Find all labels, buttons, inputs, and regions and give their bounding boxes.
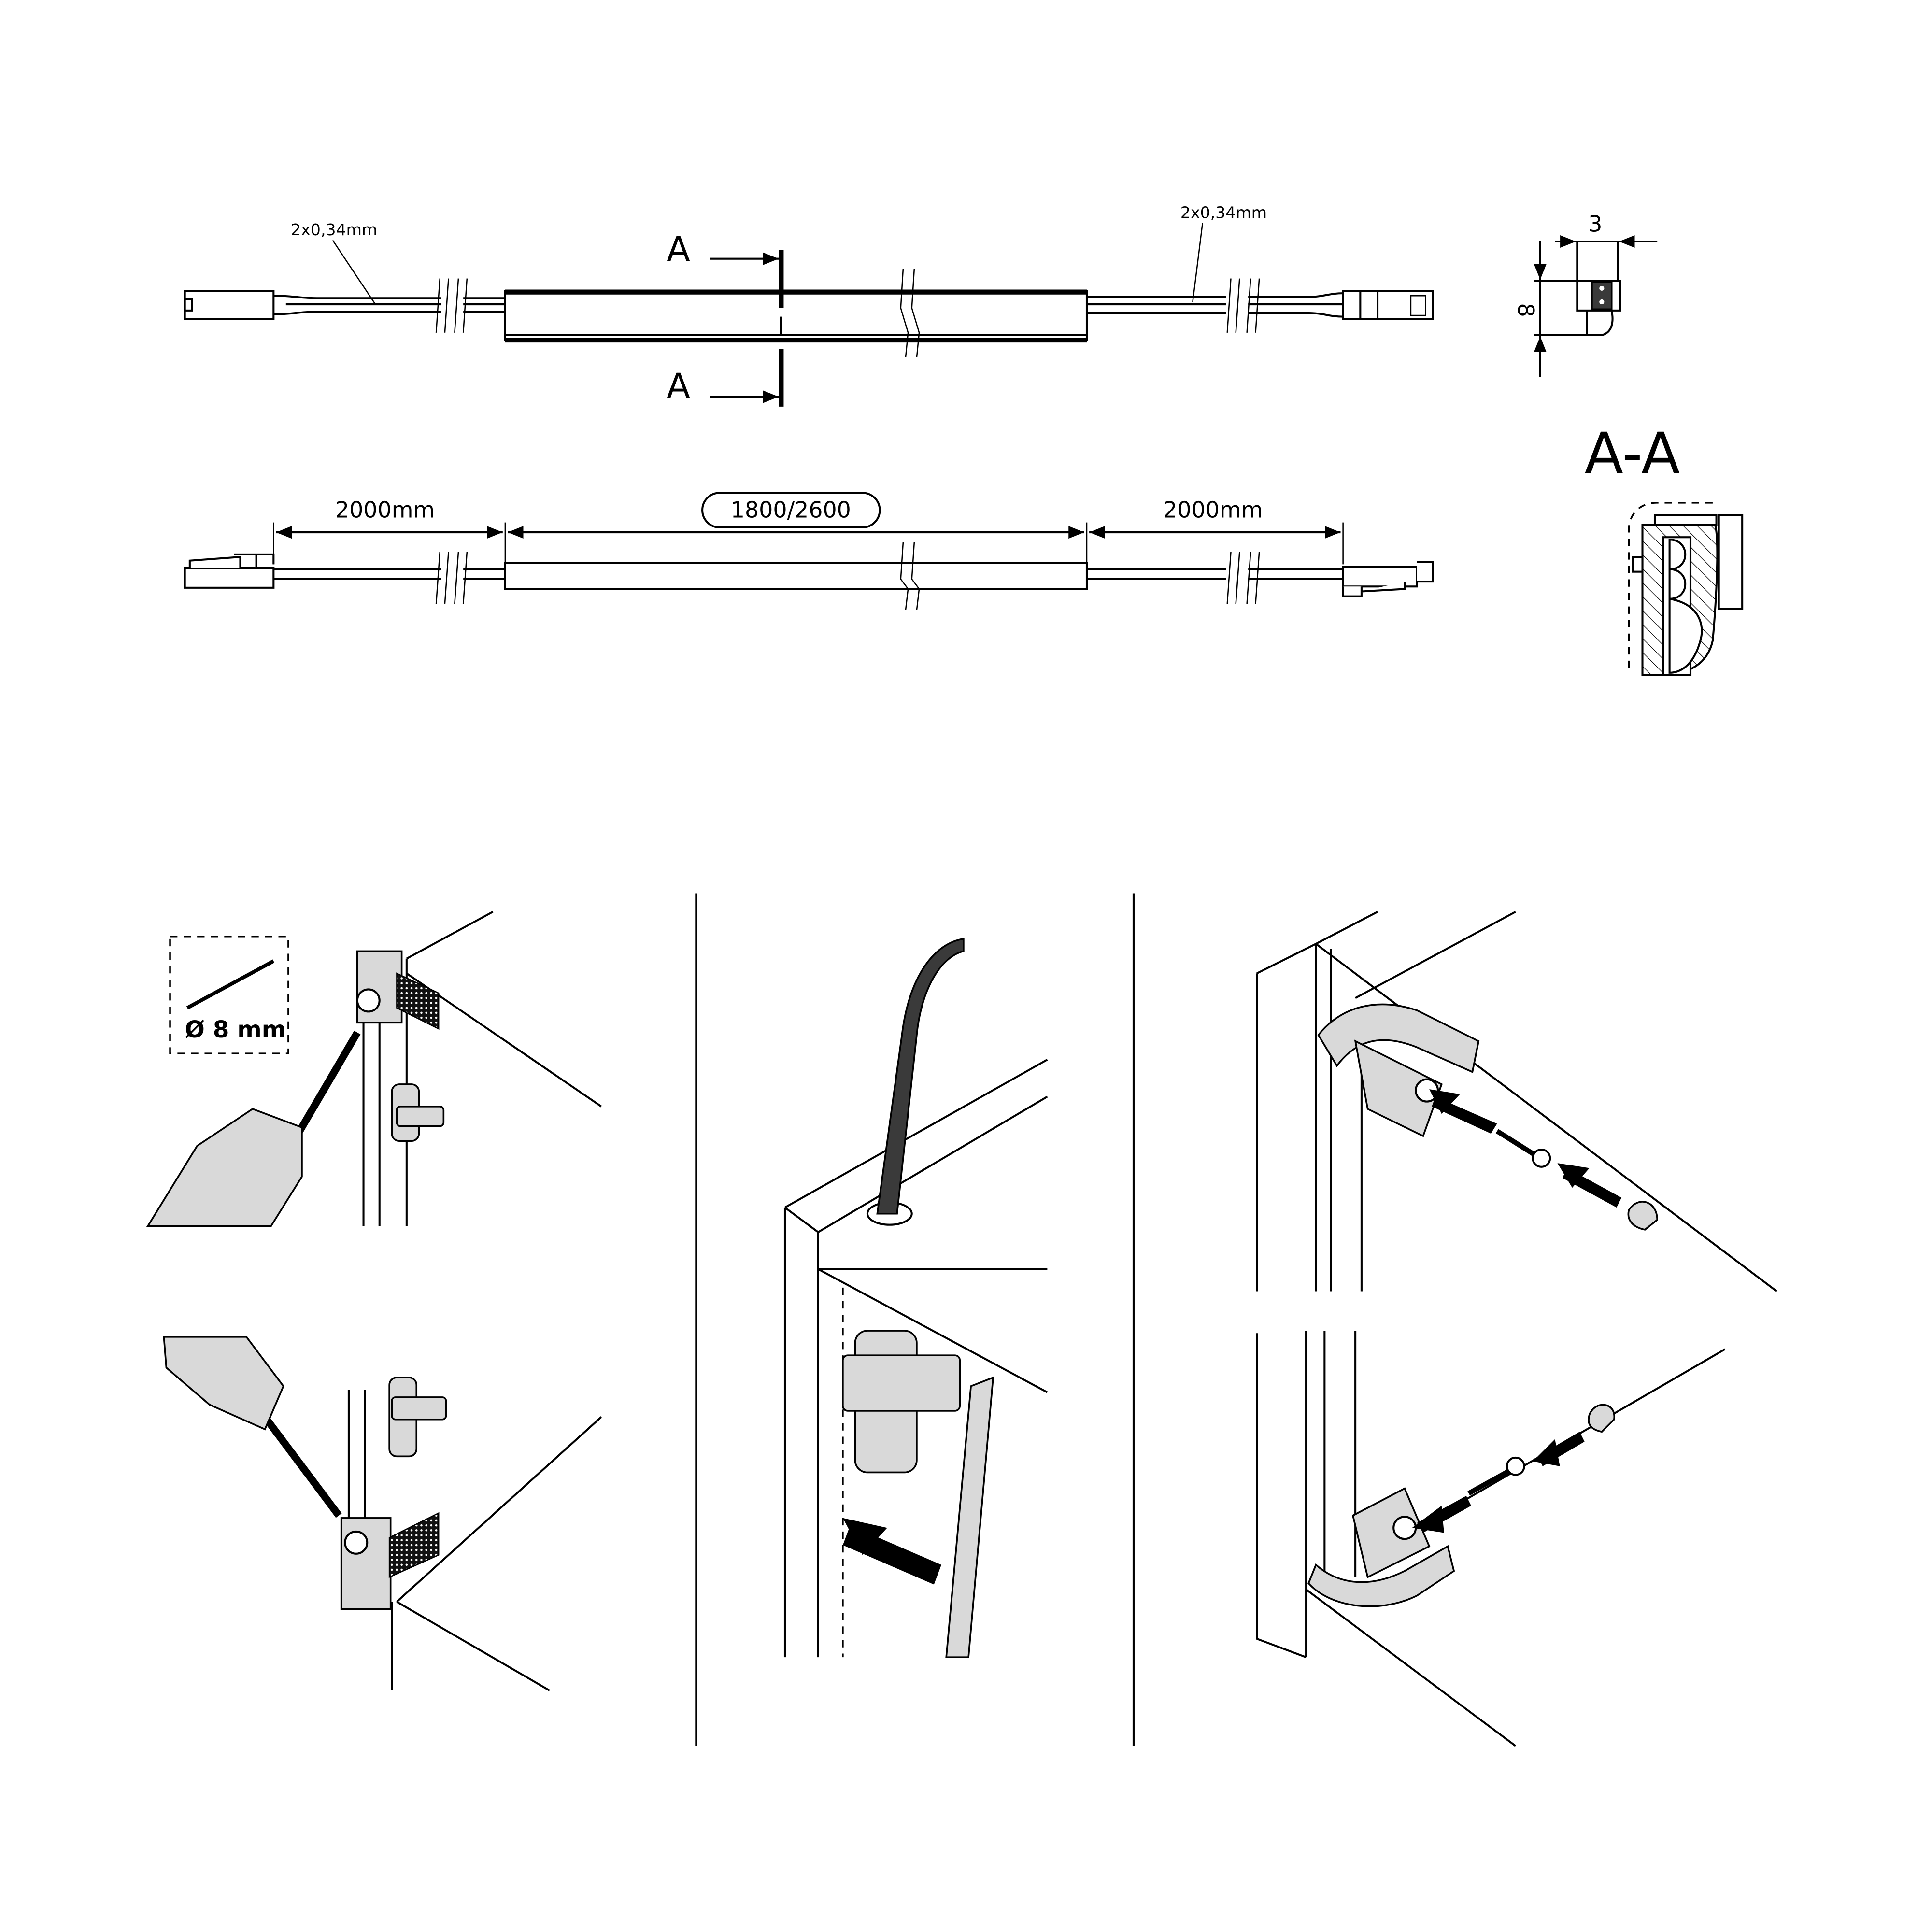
cover-cap-icon: [1627, 1201, 1658, 1231]
width-dimension: 3: [1588, 211, 1602, 237]
section-title: A-A: [1585, 421, 1680, 487]
section-view: A-A: [1585, 421, 1744, 676]
profile-view: 3 8: [1513, 211, 1658, 377]
led-strip: [945, 1376, 994, 1658]
screw-icon: [1467, 1466, 1515, 1496]
hinge-icon: [391, 1083, 445, 1142]
section-label-top: A: [667, 229, 690, 270]
strip-length: 1800/2600: [731, 497, 851, 523]
left-cable-length: 2000mm: [335, 497, 435, 523]
drill-bit-size: Ø 8 mm: [185, 1016, 286, 1043]
section-label-bottom: A: [667, 366, 690, 406]
mounting-bracket: [1317, 1003, 1480, 1073]
height-dimension: 8: [1513, 303, 1539, 317]
break-mark: [435, 278, 468, 333]
arrow-icon: [1557, 1163, 1622, 1208]
install-step-cable: [783, 938, 1048, 1658]
hinge-icon: [388, 1377, 447, 1458]
arrow-icon: [1412, 1495, 1471, 1533]
arrow-icon: [1429, 1089, 1497, 1134]
break-mark: [900, 269, 920, 357]
install-step-drill: Ø 8 mm: [146, 910, 602, 1691]
drill-bit: [295, 1030, 361, 1136]
cover-cap-icon: [1588, 1404, 1615, 1433]
right-cable-length: 2000mm: [1163, 497, 1263, 523]
mounting-bracket: [1307, 1545, 1455, 1607]
drill-icon: [146, 1108, 303, 1227]
left-cable: [273, 295, 505, 315]
mounting-clip: [356, 950, 403, 1024]
drill-icon: [163, 1336, 284, 1431]
install-step-clip: [1256, 910, 1777, 1747]
drill-bit-icon: [186, 959, 275, 1010]
drill-bit: [262, 1415, 342, 1518]
break-mark: [1226, 278, 1260, 333]
mounting-clip: [340, 1517, 392, 1610]
length-view: 2000mm 1800/2600 2000mm: [184, 492, 1434, 610]
led-strip-body: [504, 290, 1088, 341]
arrow-icon: [1533, 1432, 1585, 1466]
insert-arrow-icon: [842, 1518, 941, 1585]
wire-gauge-label-right: 2x0,34mm: [1180, 203, 1267, 222]
cable: [876, 938, 965, 1215]
drill-bit-callout: [169, 935, 289, 1054]
left-connector: [184, 290, 275, 320]
wire-gauge-label-left: 2x0,34mm: [291, 220, 377, 239]
hinge-icon: [842, 1330, 961, 1474]
top-view-strip: A A 2x0,34mm 2x0,34mm: [184, 203, 1434, 407]
